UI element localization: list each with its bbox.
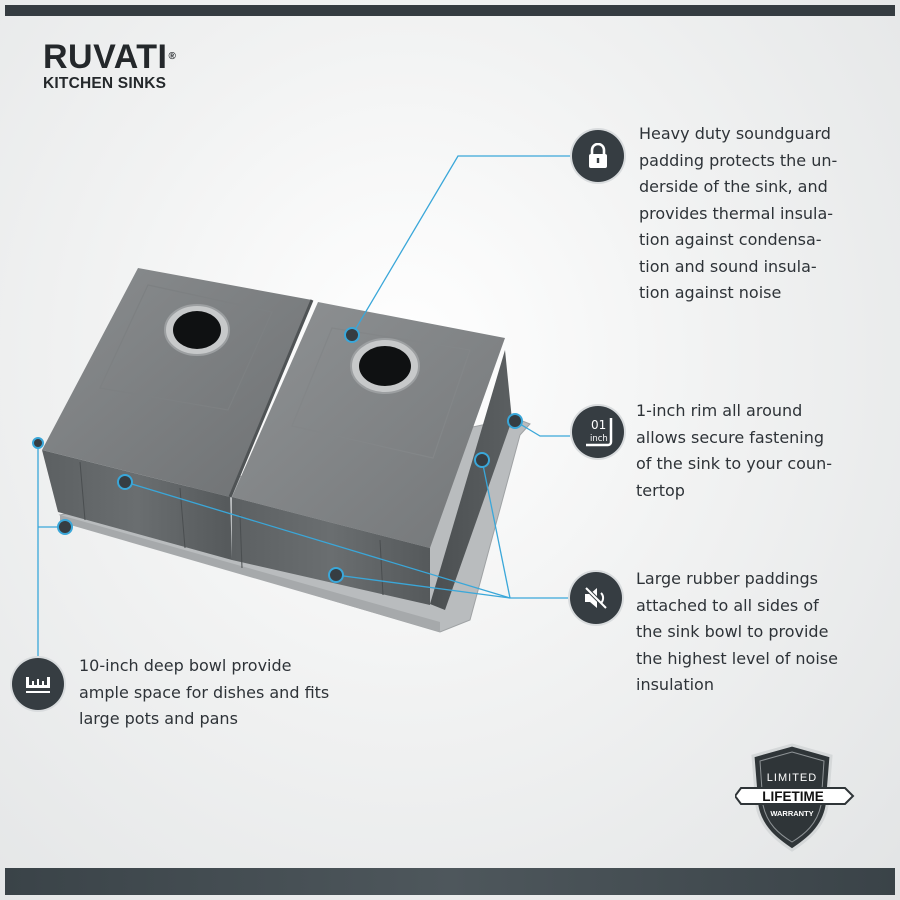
right-bowl-drain-panel: [291, 327, 471, 459]
soundguard-text: Heavy duty soundguard padding protects t…: [639, 124, 838, 302]
rubber-pad-edge: [79, 461, 86, 521]
rubber-text: Large rubber paddings attached to all si…: [636, 569, 838, 694]
left-bowl-front: [42, 450, 232, 560]
right-bowl-front: [232, 497, 430, 605]
rim-icon: 01 inch: [572, 406, 624, 458]
mute-speaker-icon: [570, 572, 622, 624]
warranty-bottom-text: WARRANTY: [770, 809, 813, 818]
left-bowl-drain-panel: [99, 284, 273, 411]
brand-subtitle: KITCHEN SINKS: [43, 75, 167, 92]
top-band: [5, 5, 895, 16]
rim-icon-unit: inch: [590, 434, 608, 444]
warranty-top-text: LIMITED: [767, 772, 817, 784]
left-drain-hole: [173, 311, 221, 349]
brand-logo: RUVATI® KITCHEN SINKS: [43, 40, 176, 93]
brand-name: RUVATI®: [43, 38, 177, 76]
rim-text: 1-inch rim all around allows secure fast…: [636, 401, 832, 500]
bowl-divider: [228, 299, 314, 498]
warranty-middle-text: LIFETIME: [762, 789, 824, 804]
rubber-pad-edge: [379, 539, 384, 596]
lock-icon: [572, 130, 624, 182]
right-drain-hole: [359, 346, 411, 386]
rim-flange-edge: [60, 515, 440, 632]
marker-dots: [32, 327, 523, 583]
rubber-pad-edge: [179, 487, 186, 549]
warranty-badge: LIMITED LIFETIME WARRANTY: [735, 743, 855, 852]
rubber-pad-edge: [239, 514, 243, 569]
right-bowl-bottom: [232, 302, 505, 548]
rim-icon-number: 01: [591, 418, 606, 432]
ruler-icon: [12, 658, 64, 710]
depth-text: 10-inch deep bowl provide ample space fo…: [79, 656, 330, 728]
bottom-band: [5, 868, 895, 895]
right-bowl-side: [430, 350, 512, 610]
left-bowl-bottom: [42, 268, 312, 497]
